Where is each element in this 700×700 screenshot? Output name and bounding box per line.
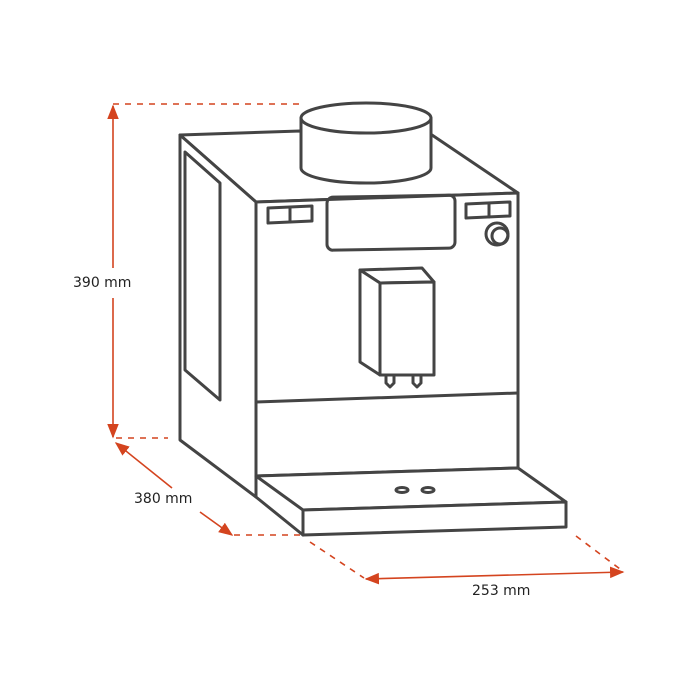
dimension-lines [107, 103, 625, 585]
control-buttons-right [464, 200, 512, 220]
depth-arrow-top [114, 442, 173, 489]
display-screen [325, 193, 457, 252]
nozzle-right [411, 375, 423, 389]
front-divider [254, 391, 520, 404]
nozzle-left [384, 375, 396, 389]
knob [484, 221, 510, 247]
depth-label: 380 mm [134, 491, 193, 507]
width-guide-left [309, 541, 365, 579]
coffee-spout [358, 266, 436, 389]
machine-body [178, 129, 520, 499]
width-arrow [364, 566, 625, 585]
depth-arrow-bottom [199, 511, 234, 536]
drain-hole [394, 486, 410, 494]
side-panel [183, 150, 222, 402]
drip-tray [254, 466, 568, 537]
control-buttons-left [266, 204, 314, 225]
width-guide-right [575, 535, 625, 573]
width-label: 253 mm [472, 583, 531, 599]
height-label: 390 mm [73, 275, 132, 291]
bean-hopper [299, 101, 433, 185]
drain-hole [420, 486, 436, 494]
